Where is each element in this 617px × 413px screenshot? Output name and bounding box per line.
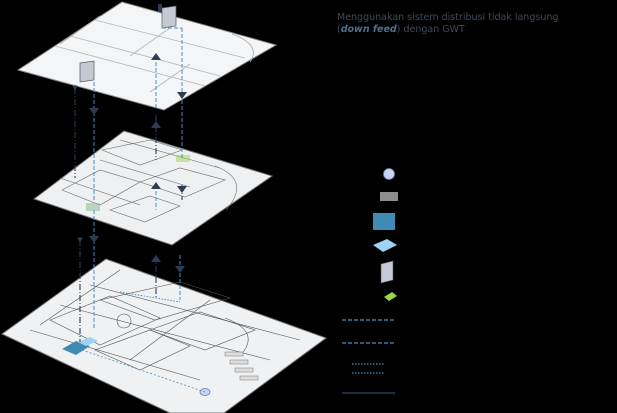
roof-floor-plan	[16, 1, 278, 111]
caption-open-paren: (	[337, 24, 341, 35]
caption-emphasis: down feed	[340, 24, 397, 35]
ground-floor-plan	[1, 258, 328, 413]
caption-closing: ) dengan GWT	[396, 24, 465, 35]
legend-gray-rect-symbol	[380, 192, 398, 201]
legend-circle-symbol	[383, 168, 395, 180]
caption-line-1: Menggunakan sistem distribusi tidak lang…	[337, 12, 559, 23]
riser-lines	[72, 27, 187, 342]
legend	[342, 168, 398, 394]
legend-blue-tank-symbol	[373, 213, 395, 230]
legend-gray-panel-symbol	[380, 260, 394, 284]
diagram-caption: Menggunakan sistem distribusi tidak lang…	[337, 12, 607, 36]
caption-line-2: (down feed) dengan GWT	[337, 24, 607, 36]
legend-light-blue-diamond-symbol	[373, 239, 397, 252]
legend-green-diamond-symbol	[384, 292, 397, 301]
